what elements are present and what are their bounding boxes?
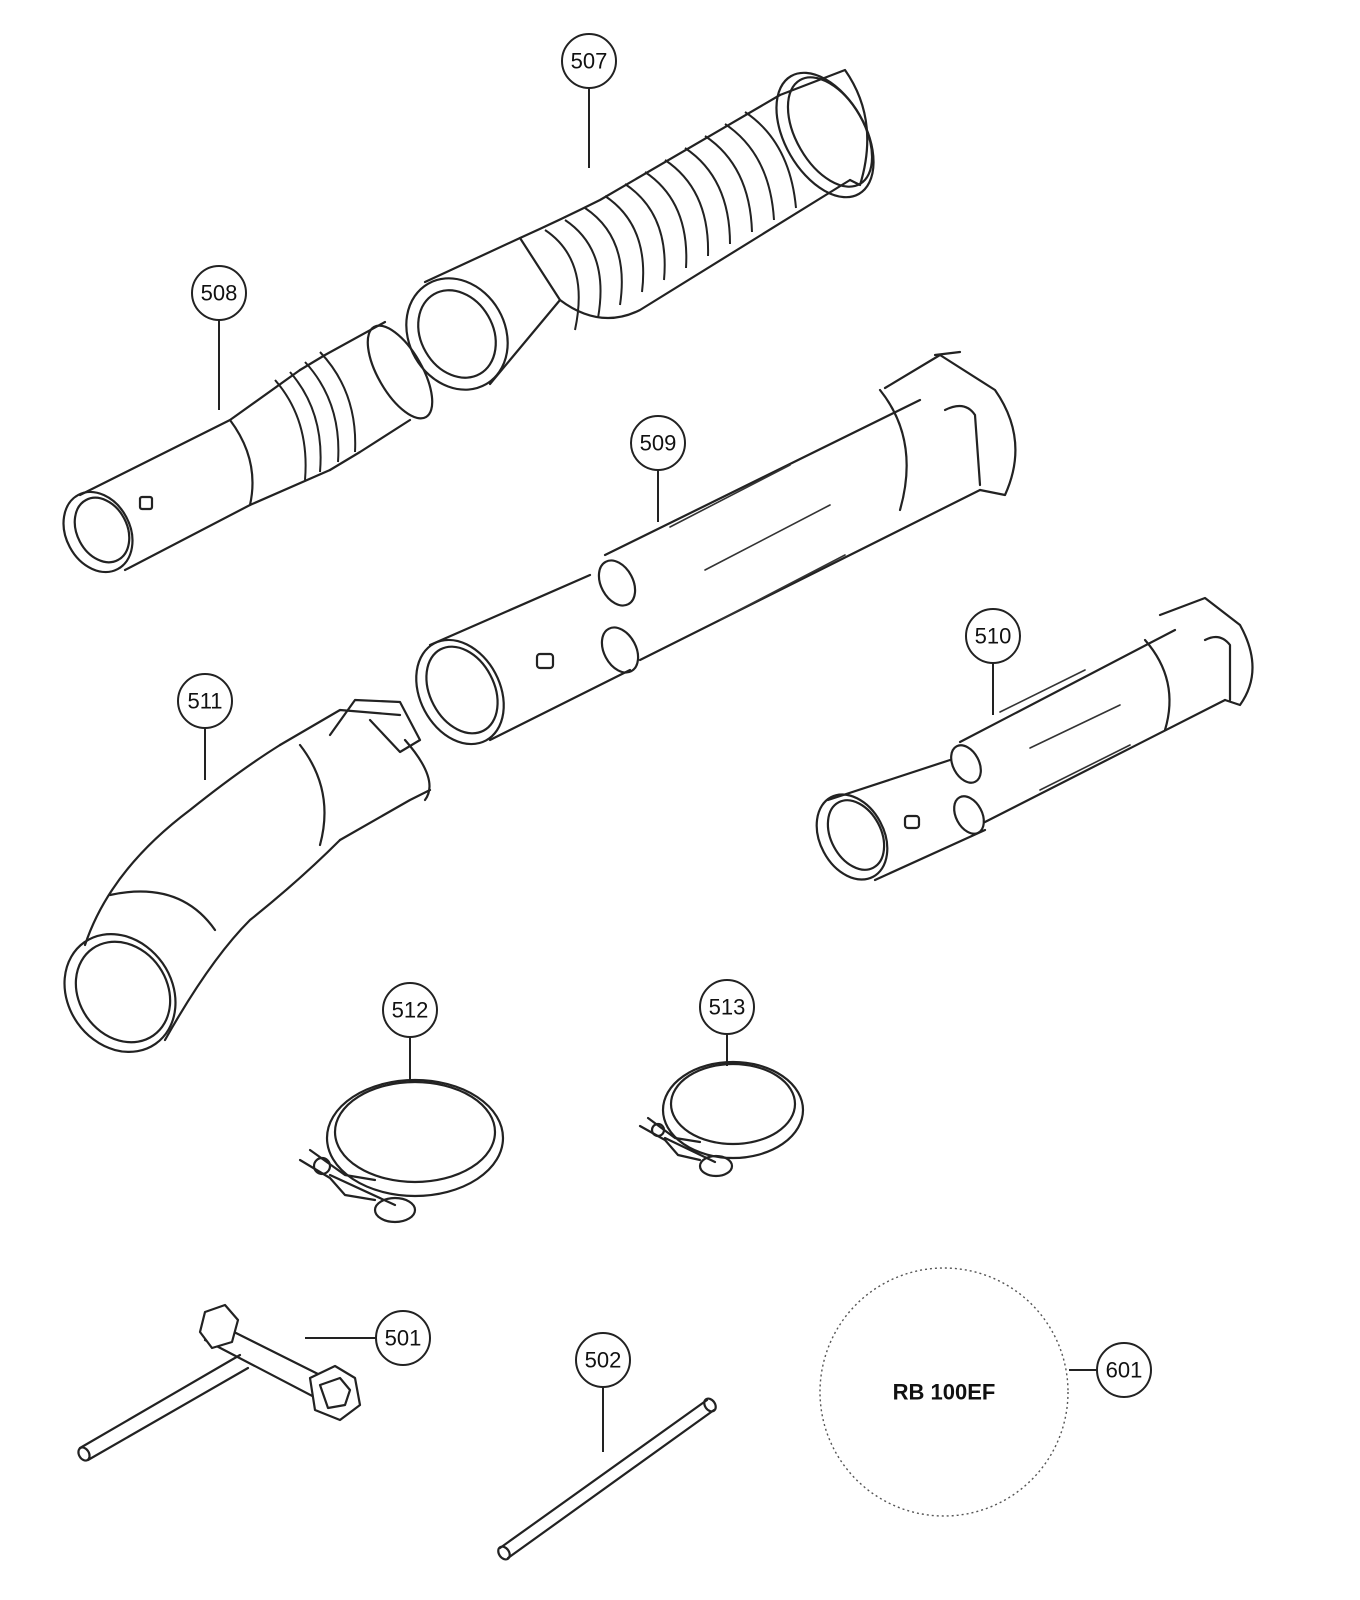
part-507-flex-pipe (405, 68, 875, 391)
part-512-hose-clamp (298, 1078, 505, 1224)
part-513-hose-clamp (638, 1060, 805, 1178)
svg-text:509: 509 (640, 431, 677, 456)
callout-502: 502 (575, 1332, 631, 1388)
svg-text:508: 508 (201, 281, 238, 306)
callout-509: 509 (630, 415, 686, 471)
corrugation-ribs (544, 111, 797, 331)
decal-outline (819, 1267, 1069, 1517)
svg-text:512: 512 (392, 998, 429, 1023)
svg-text:513: 513 (709, 995, 746, 1020)
svg-text:502: 502 (585, 1348, 622, 1373)
part-501-t-wrench (77, 1303, 362, 1462)
part-511-elbow-pipe (63, 698, 432, 1053)
callout-501: 501 (375, 1310, 431, 1366)
part-510-pipe (815, 596, 1254, 882)
callout-601: 601 (1096, 1342, 1152, 1398)
part-502-rod (497, 1397, 717, 1561)
part-509-pipe (415, 350, 1017, 746)
svg-text:501: 501 (385, 1326, 422, 1351)
svg-text:601: 601 (1106, 1358, 1143, 1383)
leader-lines (204, 88, 1097, 1452)
part-601-model-decal: RB 100EF (819, 1267, 1069, 1517)
callout-513: 513 (699, 979, 755, 1035)
callout-508: 508 (191, 265, 247, 321)
svg-text:507: 507 (571, 49, 608, 74)
svg-text:511: 511 (187, 689, 222, 714)
part-508-reducer-pipe (62, 320, 434, 574)
callout-512: 512 (382, 982, 438, 1038)
callout-511: 511 (177, 673, 233, 729)
model-label: RB 100EF (893, 1380, 996, 1405)
svg-text:510: 510 (975, 624, 1012, 649)
callout-510: 510 (965, 608, 1021, 664)
callout-507: 507 (561, 33, 617, 89)
